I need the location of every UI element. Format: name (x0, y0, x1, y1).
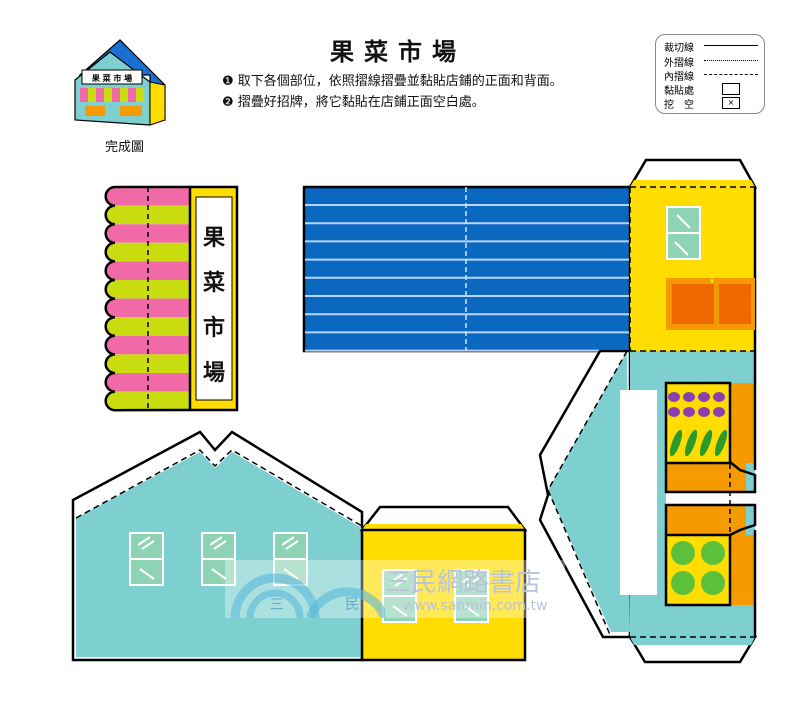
legend-cut-label: 裁切線 (664, 43, 694, 54)
eggplant-icon (713, 407, 725, 417)
watermark: 三 民 三民網路書店 www.sanmin.com.tw (225, 560, 565, 618)
watermark-url: www.sanmin.com.tw (403, 598, 548, 614)
eggplant-icon (668, 407, 680, 417)
legend-outer-fold-label: 外摺線 (664, 58, 694, 69)
page-title: 果菜市場 (330, 38, 466, 66)
eggplant-icon (698, 392, 710, 402)
watermark-logo-char-2: 民 (345, 597, 359, 613)
back-wall-piece (627, 158, 758, 351)
eggplant-icon (668, 392, 680, 402)
glue-box-icon (722, 83, 740, 95)
cutout-box-icon: × (722, 97, 740, 109)
dotted-line-icon (704, 60, 758, 61)
cucumber-icon (684, 429, 698, 457)
awning-stripe (105, 354, 190, 373)
awning-stripe (105, 373, 190, 392)
eggplant-icon (683, 392, 695, 402)
cucumber-icon (714, 429, 728, 457)
roof-piece (302, 185, 632, 353)
eggplant-icon (713, 392, 725, 402)
awning-stripe (105, 335, 190, 355)
watermark-logo-char-1: 三 (270, 597, 284, 613)
cucumber-icon (699, 429, 713, 457)
sign-char-4: 場 (203, 361, 225, 386)
eggplant-icon (698, 407, 710, 417)
sign-char-2: 菜 (202, 271, 225, 296)
preview-caption: 完成圖 (105, 140, 145, 155)
awning-sign-piece: 果 菜 市 場 (104, 185, 239, 412)
side-panel-piece (359, 505, 528, 662)
preview-sign-text: 果 菜 市 場 (91, 73, 132, 83)
cabbage-icon (701, 541, 725, 565)
awning-stripe (105, 391, 190, 411)
sign-char-3: 市 (203, 315, 225, 341)
sign-glue-area (620, 390, 657, 595)
window (129, 532, 164, 586)
side-wall-piece (538, 349, 758, 664)
sign-char-1: 果 (203, 226, 225, 251)
legend-cutout-label: 挖 空 (664, 100, 694, 111)
instruction-1: ❶ 取下各個部位，依照摺線摺疊並黏貼店鋪的正面和背面。 (222, 74, 563, 89)
window (382, 569, 417, 623)
instruction-2: ❷ 摺疊好招牌，將它黏貼在店鋪正面空白處。 (222, 95, 485, 110)
front-wall-piece (71, 430, 364, 662)
dash-dot-line-icon (704, 74, 758, 75)
window (201, 532, 236, 586)
solid-line-icon (704, 45, 758, 46)
cabbage-icon (701, 571, 725, 595)
eggplant-icon (683, 407, 695, 417)
line-legend: 裁切線 外摺線 內摺線 黏貼處 挖 空 × (655, 34, 765, 114)
window (666, 206, 701, 260)
watermark-logo (230, 573, 385, 618)
finished-house-preview: 果 菜 市 場 (74, 39, 166, 126)
window (454, 569, 489, 623)
cabbage-icon (671, 571, 695, 595)
watermark-text: 三民網路書店 (385, 568, 542, 598)
cucumber-icon (669, 429, 683, 457)
legend-inner-fold-label: 內摺線 (664, 72, 694, 83)
cabbage-icon (671, 541, 695, 565)
legend-glue-label: 黏貼處 (664, 86, 694, 97)
